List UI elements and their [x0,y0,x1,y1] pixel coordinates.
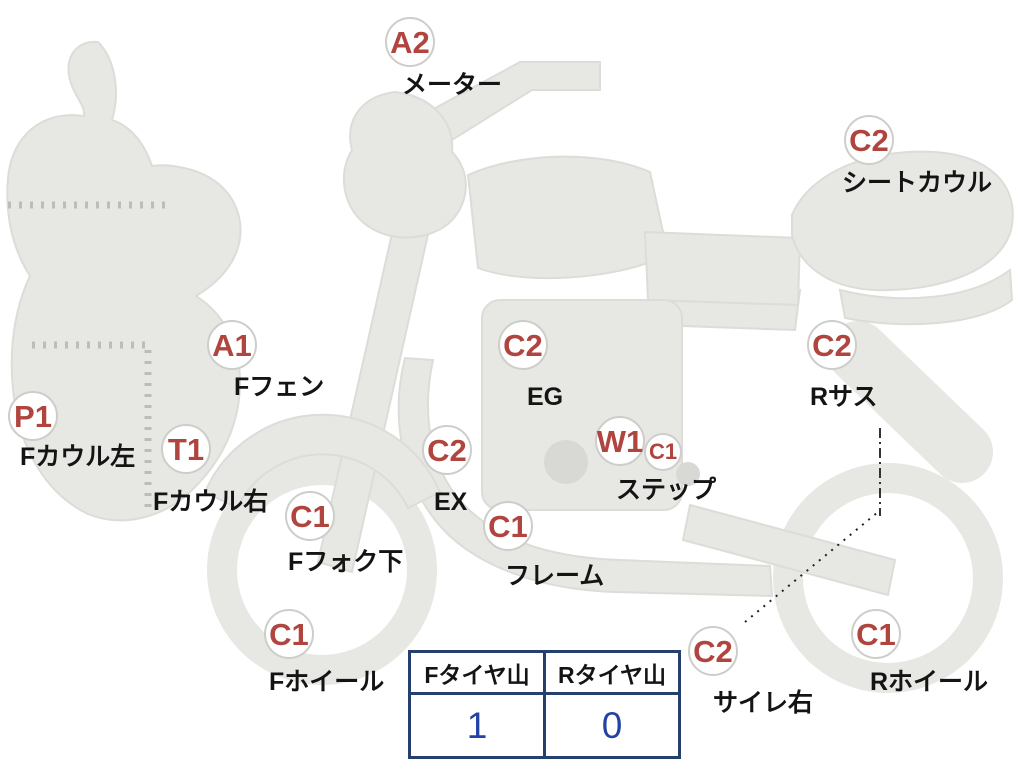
grade-badge-meter: A2 [385,17,435,67]
grade-code: C2 [427,432,467,468]
part-name-meter: メーター [402,71,503,99]
grade-badge-front-cowl-right: T1 [161,424,211,474]
part-name-silencer-right: サイレ右 [713,689,814,717]
grade-badge-step-extra: C1 [644,433,682,471]
part-name-front-cowl-right: Fカウル右 [153,488,269,516]
tail-lower-shape [838,268,1014,326]
grade-code: C1 [269,616,309,652]
grade-badge-frame: C1 [483,501,533,551]
tire-tread-table: Fタイヤ山 Rタイヤ山 1 0 [408,650,681,759]
rear-wheel-shape [773,463,1003,693]
grade-code: C2 [503,327,543,363]
tire-tread-value-front: 1 [408,692,546,759]
grade-badge-front-fork-lower: C1 [285,491,335,541]
grade-code: A2 [390,24,430,60]
grade-code: C1 [488,508,528,544]
grade-badge-rear-wheel: C1 [851,609,901,659]
grade-badge-seat-cowl: C2 [844,115,894,165]
grade-code: C2 [693,633,733,669]
part-name-rear-wheel: Rホイール [870,668,989,696]
grade-badge-front-fender: A1 [207,320,257,370]
footpeg-detail-shape [676,462,700,486]
tire-tread-header-front: Fタイヤ山 [408,650,546,695]
meter-unit-shape [342,90,467,239]
grade-code: A1 [212,327,252,363]
part-name-front-wheel: Fホイール [269,668,385,696]
front-cowl-shape [6,40,242,522]
part-name-engine: EG [527,383,564,411]
part-name-seat-cowl: シートカウル [842,169,993,197]
grade-badge-front-wheel: C1 [264,609,314,659]
part-name-rear-suspension: Rサス [810,383,878,411]
grade-code: C1 [290,498,330,534]
grade-code: C1 [856,616,896,652]
part-name-front-fender: Fフェン [234,373,325,401]
grade-badge-engine: C2 [498,320,548,370]
grade-badge-front-cowl-left: P1 [8,391,58,441]
part-name-front-cowl-left: Fカウル左 [20,443,136,471]
grade-code: C2 [812,327,852,363]
grade-badge-rear-suspension: C2 [807,320,857,370]
part-name-step: ステップ [616,476,717,504]
grade-code: C2 [849,122,889,158]
tire-tread-value-rear: 0 [543,692,681,759]
part-name-frame: フレーム [505,562,605,590]
grade-badge-step: W1 [595,416,645,466]
engine-detail-shape [544,440,588,484]
grade-code: W1 [596,423,644,459]
swing-arm-shape [681,503,897,597]
fuel-tank-shape [466,155,670,280]
silencer-shape [827,321,993,483]
front-fender-shape [203,413,442,510]
grade-code: C1 [648,439,678,464]
grade-code: T1 [167,431,205,467]
grade-badge-exhaust: C2 [422,425,472,475]
part-name-front-fork-lower: Fフォク下 [288,548,404,576]
grade-badge-silencer-right: C2 [688,626,738,676]
tire-tread-header-rear: Rタイヤ山 [543,650,681,695]
part-name-exhaust: EX [434,488,468,516]
grade-code: P1 [14,398,52,434]
seat-shape [643,230,802,307]
front-wheel-shape [207,455,437,685]
